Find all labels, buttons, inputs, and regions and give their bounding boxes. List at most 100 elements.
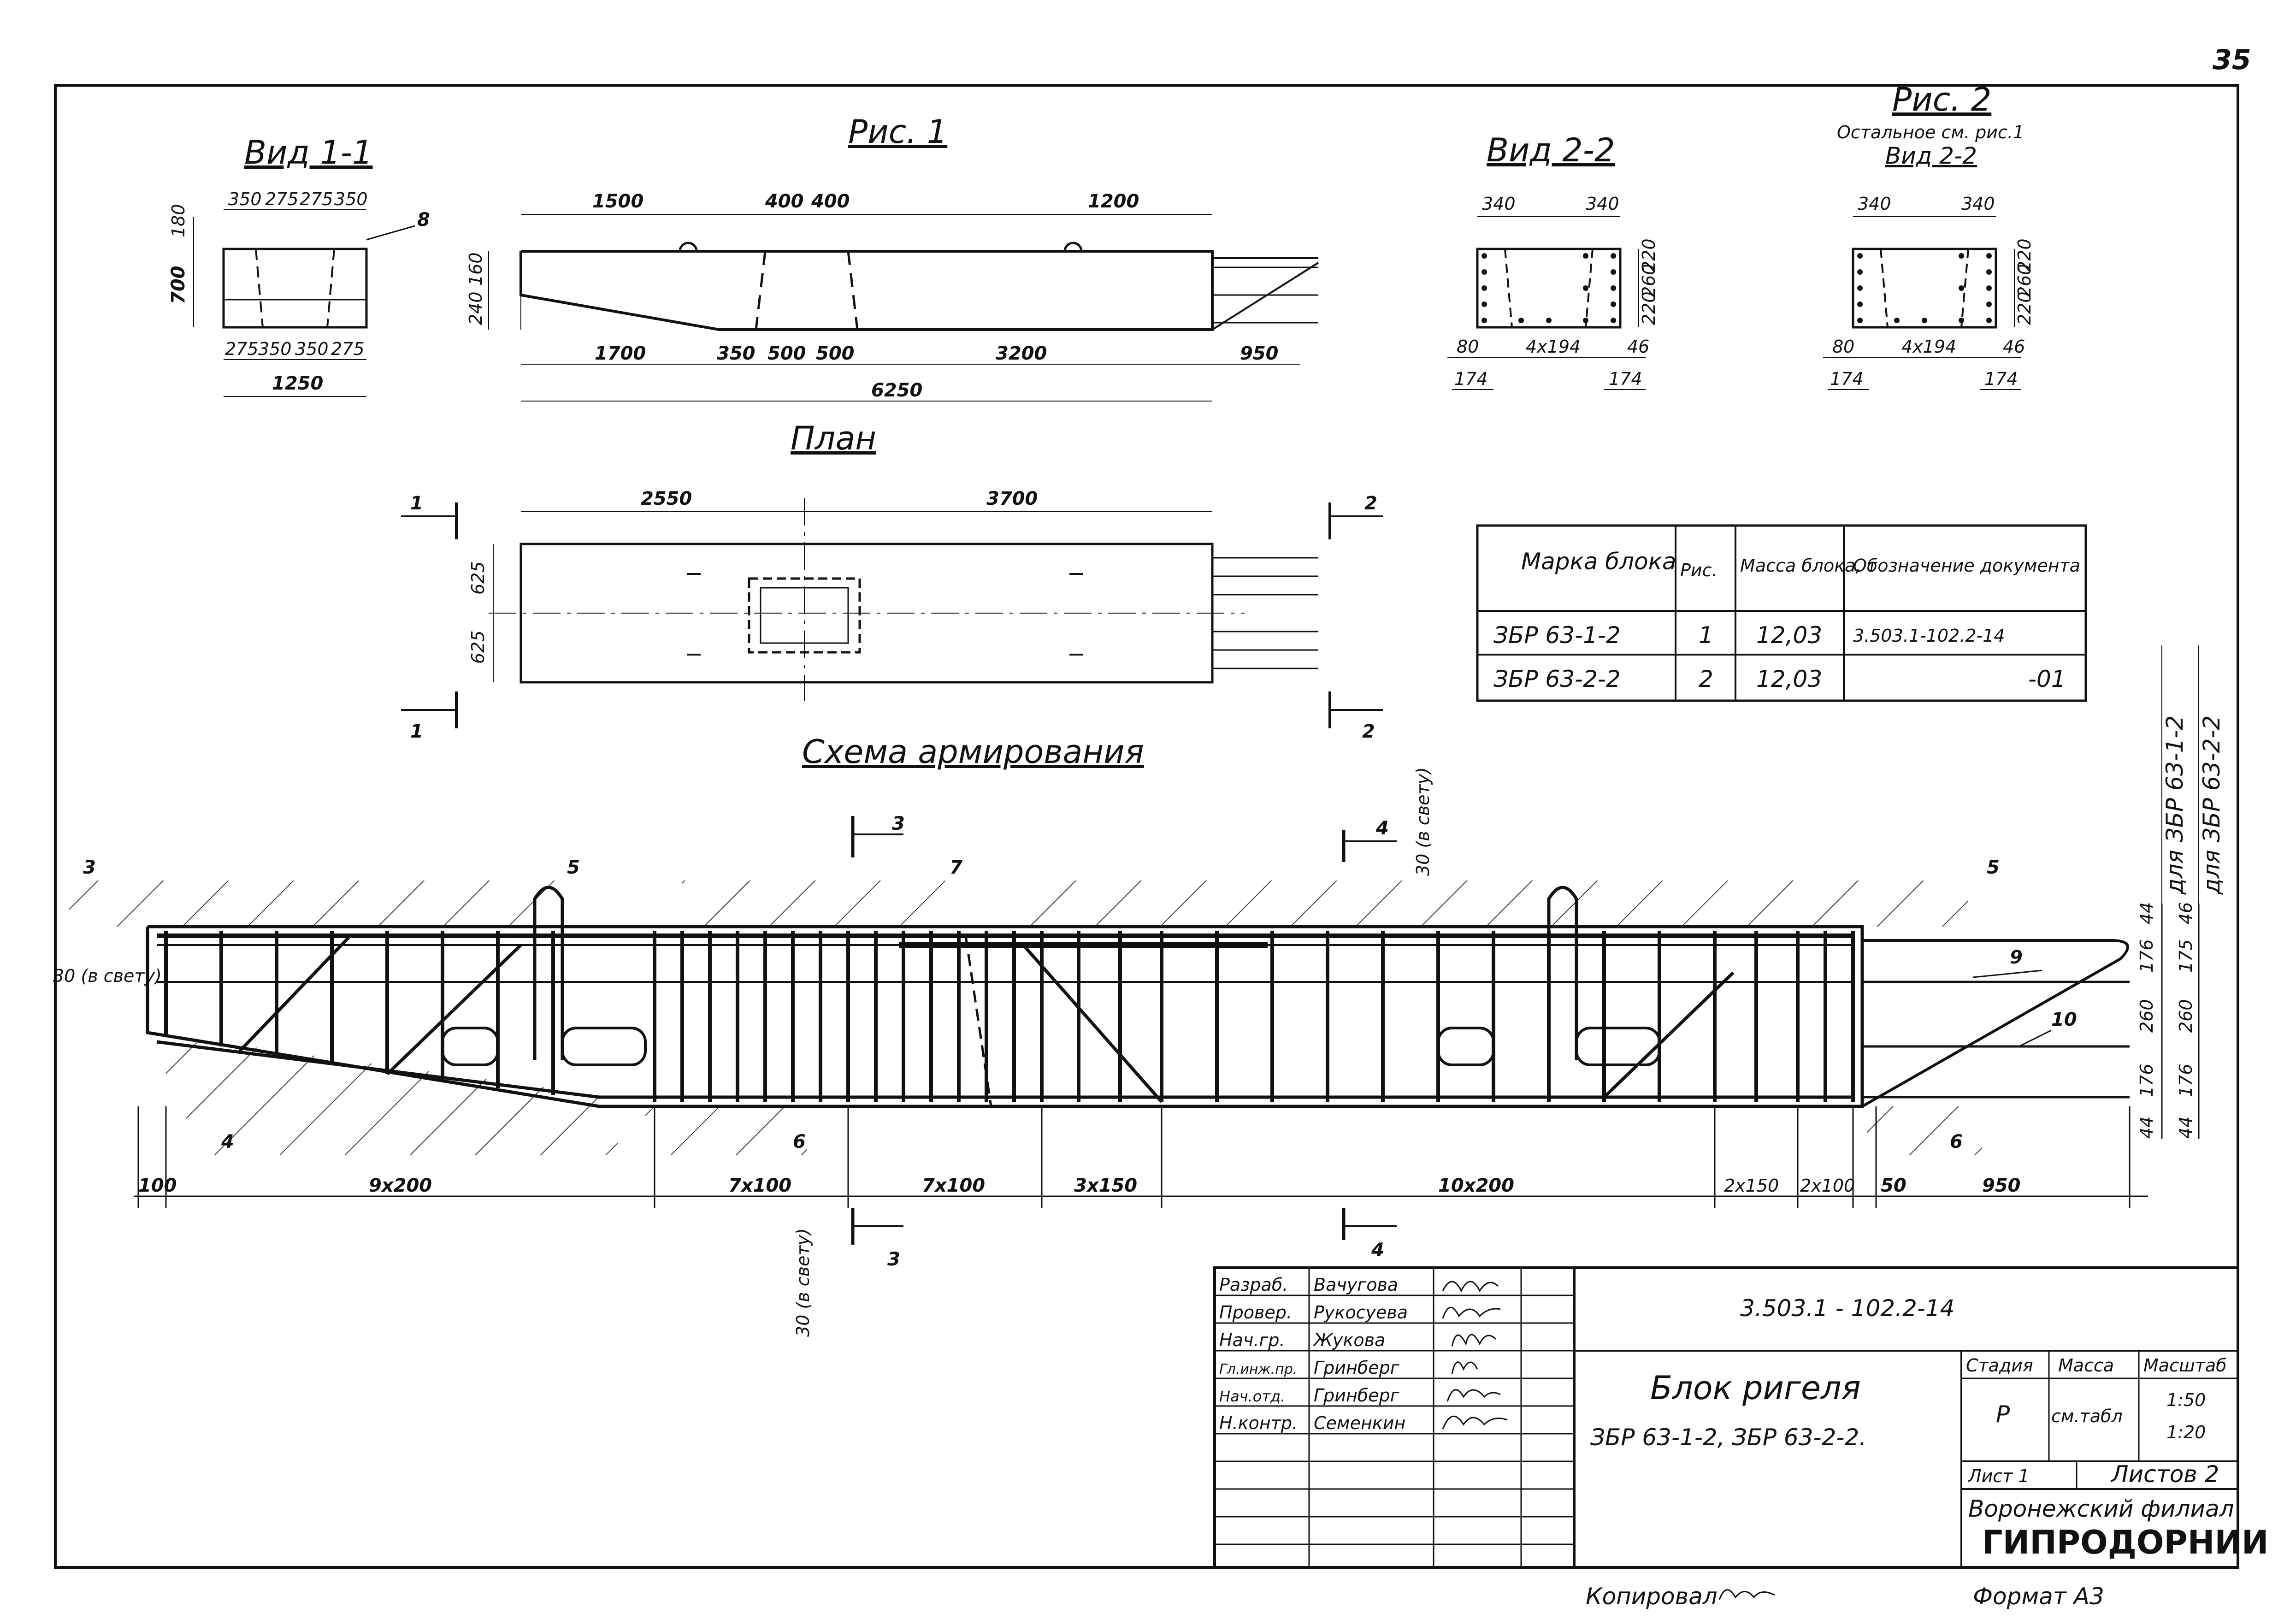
- v11-h-top: 180: [168, 204, 189, 237]
- bot-dim-7x100b: 7x100: [922, 1175, 985, 1196]
- f2-bot-1: 80: [1832, 337, 1854, 357]
- name-line-1: Блок ригеля: [1650, 1369, 1861, 1407]
- copier-signature: [1718, 1589, 1775, 1600]
- fig1-bot-1700: 1700: [595, 343, 646, 364]
- copied-label: Копировал: [1586, 1583, 1718, 1610]
- stage-value: Р: [1996, 1401, 2010, 1428]
- table-header-mark: Марка блока: [1521, 548, 1676, 575]
- v22-top-2: 340: [1586, 194, 1619, 214]
- v22-right-3: 220: [1639, 291, 1659, 325]
- view-2-2-title: Вид 2-2: [1487, 131, 1615, 169]
- bot-dim-9x200: 9x200: [369, 1175, 432, 1196]
- sheets-total: Листов 2: [2110, 1461, 2219, 1488]
- section-mark-4-top: 4: [1375, 818, 1389, 839]
- v11-bot-1: 275: [225, 339, 259, 359]
- table-header-mass: Масса блока, т: [1740, 555, 1878, 576]
- section-mark-1-bot: 1: [410, 721, 423, 742]
- v11-top-4: 350: [334, 189, 368, 209]
- org-branch: Воронежский филиал: [1968, 1495, 2234, 1522]
- role-3: Нач.гр.: [1219, 1330, 1285, 1350]
- clear-top: 30 (в свету): [1413, 767, 1433, 876]
- v22-under-1: 174: [1454, 369, 1488, 389]
- fig1-top-1500: 1500: [592, 191, 643, 212]
- right-b-1: 46: [2176, 902, 2196, 924]
- section-mark-3-bot: 3: [887, 1249, 900, 1270]
- bot-dim-950: 950: [1982, 1175, 2021, 1196]
- view-2-2: Вид 2-2 340 340 80 4x194 46 174 174 220 …: [1447, 131, 1659, 390]
- signatures: [1442, 1281, 1508, 1430]
- v11-width: 1250: [272, 373, 323, 394]
- fig1-bot-3200: 3200: [996, 343, 1047, 364]
- fig1-bot-500b: 500: [816, 343, 855, 364]
- fig2-view-title: Вид 2-2: [1885, 142, 1977, 169]
- role-4: Гл.инж.пр.: [1219, 1361, 1297, 1377]
- right-a-4: 176: [2137, 1064, 2157, 1097]
- name-3: Жукова: [1313, 1330, 1385, 1350]
- f2-bot-3: 46: [2003, 337, 2025, 357]
- sheet-number: Лист 1: [1967, 1466, 2030, 1486]
- bot-dim-3x150: 3x150: [1074, 1175, 1137, 1196]
- clear-left: 30 (в свету): [53, 966, 162, 986]
- bot-dim-2x150: 2x150: [1724, 1176, 1779, 1196]
- v22-right-1: 220: [1639, 238, 1659, 272]
- name-5: Гринберг: [1314, 1385, 1400, 1406]
- scheme-callout-3: 3: [83, 857, 96, 878]
- scheme-callout-6a: 6: [793, 1131, 806, 1152]
- role-6: Н.контр.: [1219, 1413, 1298, 1433]
- v22-bot-2: 4x194: [1526, 337, 1581, 357]
- section-mark-4-bot: 4: [1371, 1240, 1384, 1261]
- table-header-doc: Обозначение документа: [1853, 555, 2080, 576]
- f2-top-2: 340: [1961, 194, 1995, 214]
- f2-right-1: 220: [2014, 238, 2035, 272]
- fig1-bot-350: 350: [717, 343, 755, 364]
- plan-dim-2550: 2550: [641, 488, 692, 509]
- fig1-left-160: 160: [466, 252, 486, 286]
- scale-2: 1:20: [2166, 1422, 2206, 1442]
- fig1-total: 6250: [871, 380, 922, 401]
- right-b-3: 260: [2176, 999, 2196, 1033]
- fig2-bars: [1857, 253, 1992, 323]
- bot-dim-50: 50: [1881, 1175, 1906, 1196]
- mark-table: Марка блока Рис. Масса блока, т Обозначе…: [1476, 524, 2087, 702]
- f2-right-3: 220: [2014, 291, 2035, 325]
- v22-right-2: 260: [1639, 264, 1659, 297]
- v11-bot-4: 275: [331, 339, 365, 359]
- scheme-callout-5b: 5: [1987, 857, 2000, 878]
- footer: Копировал Формат А3: [1586, 1583, 2104, 1610]
- table-r2-doc: -01: [2028, 666, 2066, 692]
- scale-1: 1:50: [2166, 1390, 2206, 1410]
- right-b-4: 176: [2176, 1064, 2196, 1097]
- scheme-callout-5a: 5: [567, 857, 580, 878]
- role-1: Разраб.: [1219, 1275, 1288, 1295]
- view-1-1-title: Вид 1-1: [244, 134, 373, 171]
- fig1-top-1200: 1200: [1088, 191, 1139, 212]
- f2-bot-2: 4x194: [1901, 337, 1956, 357]
- v11-top-2: 275: [265, 189, 299, 209]
- section-mark-2-top: 2: [1364, 493, 1377, 514]
- section-mark-2-bot: 2: [1362, 721, 1375, 742]
- table-header-fig: Рис.: [1680, 560, 1718, 580]
- v11-top-1: 350: [228, 189, 262, 209]
- right-a-1: 44: [2137, 902, 2157, 924]
- fig1-bot-950: 950: [1240, 343, 1279, 364]
- table-r1-mass: 12,03: [1756, 622, 1822, 649]
- callout-8: 8: [417, 209, 430, 230]
- bot-dim-7x100a: 7x100: [728, 1175, 791, 1196]
- name-2: Рукосуева: [1314, 1302, 1408, 1323]
- plan-side-top: 625: [468, 561, 488, 595]
- table-r2-fig: 2: [1699, 666, 1713, 692]
- table-r1-fig: 1: [1699, 622, 1713, 649]
- fig1-top-400a: 400: [765, 191, 804, 212]
- f2-under-2: 174: [1984, 369, 2018, 389]
- table-r1-doc: 3.503.1-102.2-14: [1853, 626, 2005, 646]
- right-label-a: для ЗБР 63-1-2: [2161, 715, 2188, 895]
- f2-right-2: 260: [2014, 264, 2035, 297]
- mass-value: см.табл: [2051, 1406, 2123, 1426]
- name-1: Вачугова: [1314, 1275, 1398, 1295]
- reinforcement-scheme: Схема армирования: [53, 645, 2225, 1337]
- right-b-5: 44: [2176, 1117, 2196, 1139]
- v11-top-3: 275: [300, 189, 333, 209]
- section-mark-1-top: 1: [410, 493, 423, 514]
- fig1-title: Рис. 1: [848, 113, 947, 151]
